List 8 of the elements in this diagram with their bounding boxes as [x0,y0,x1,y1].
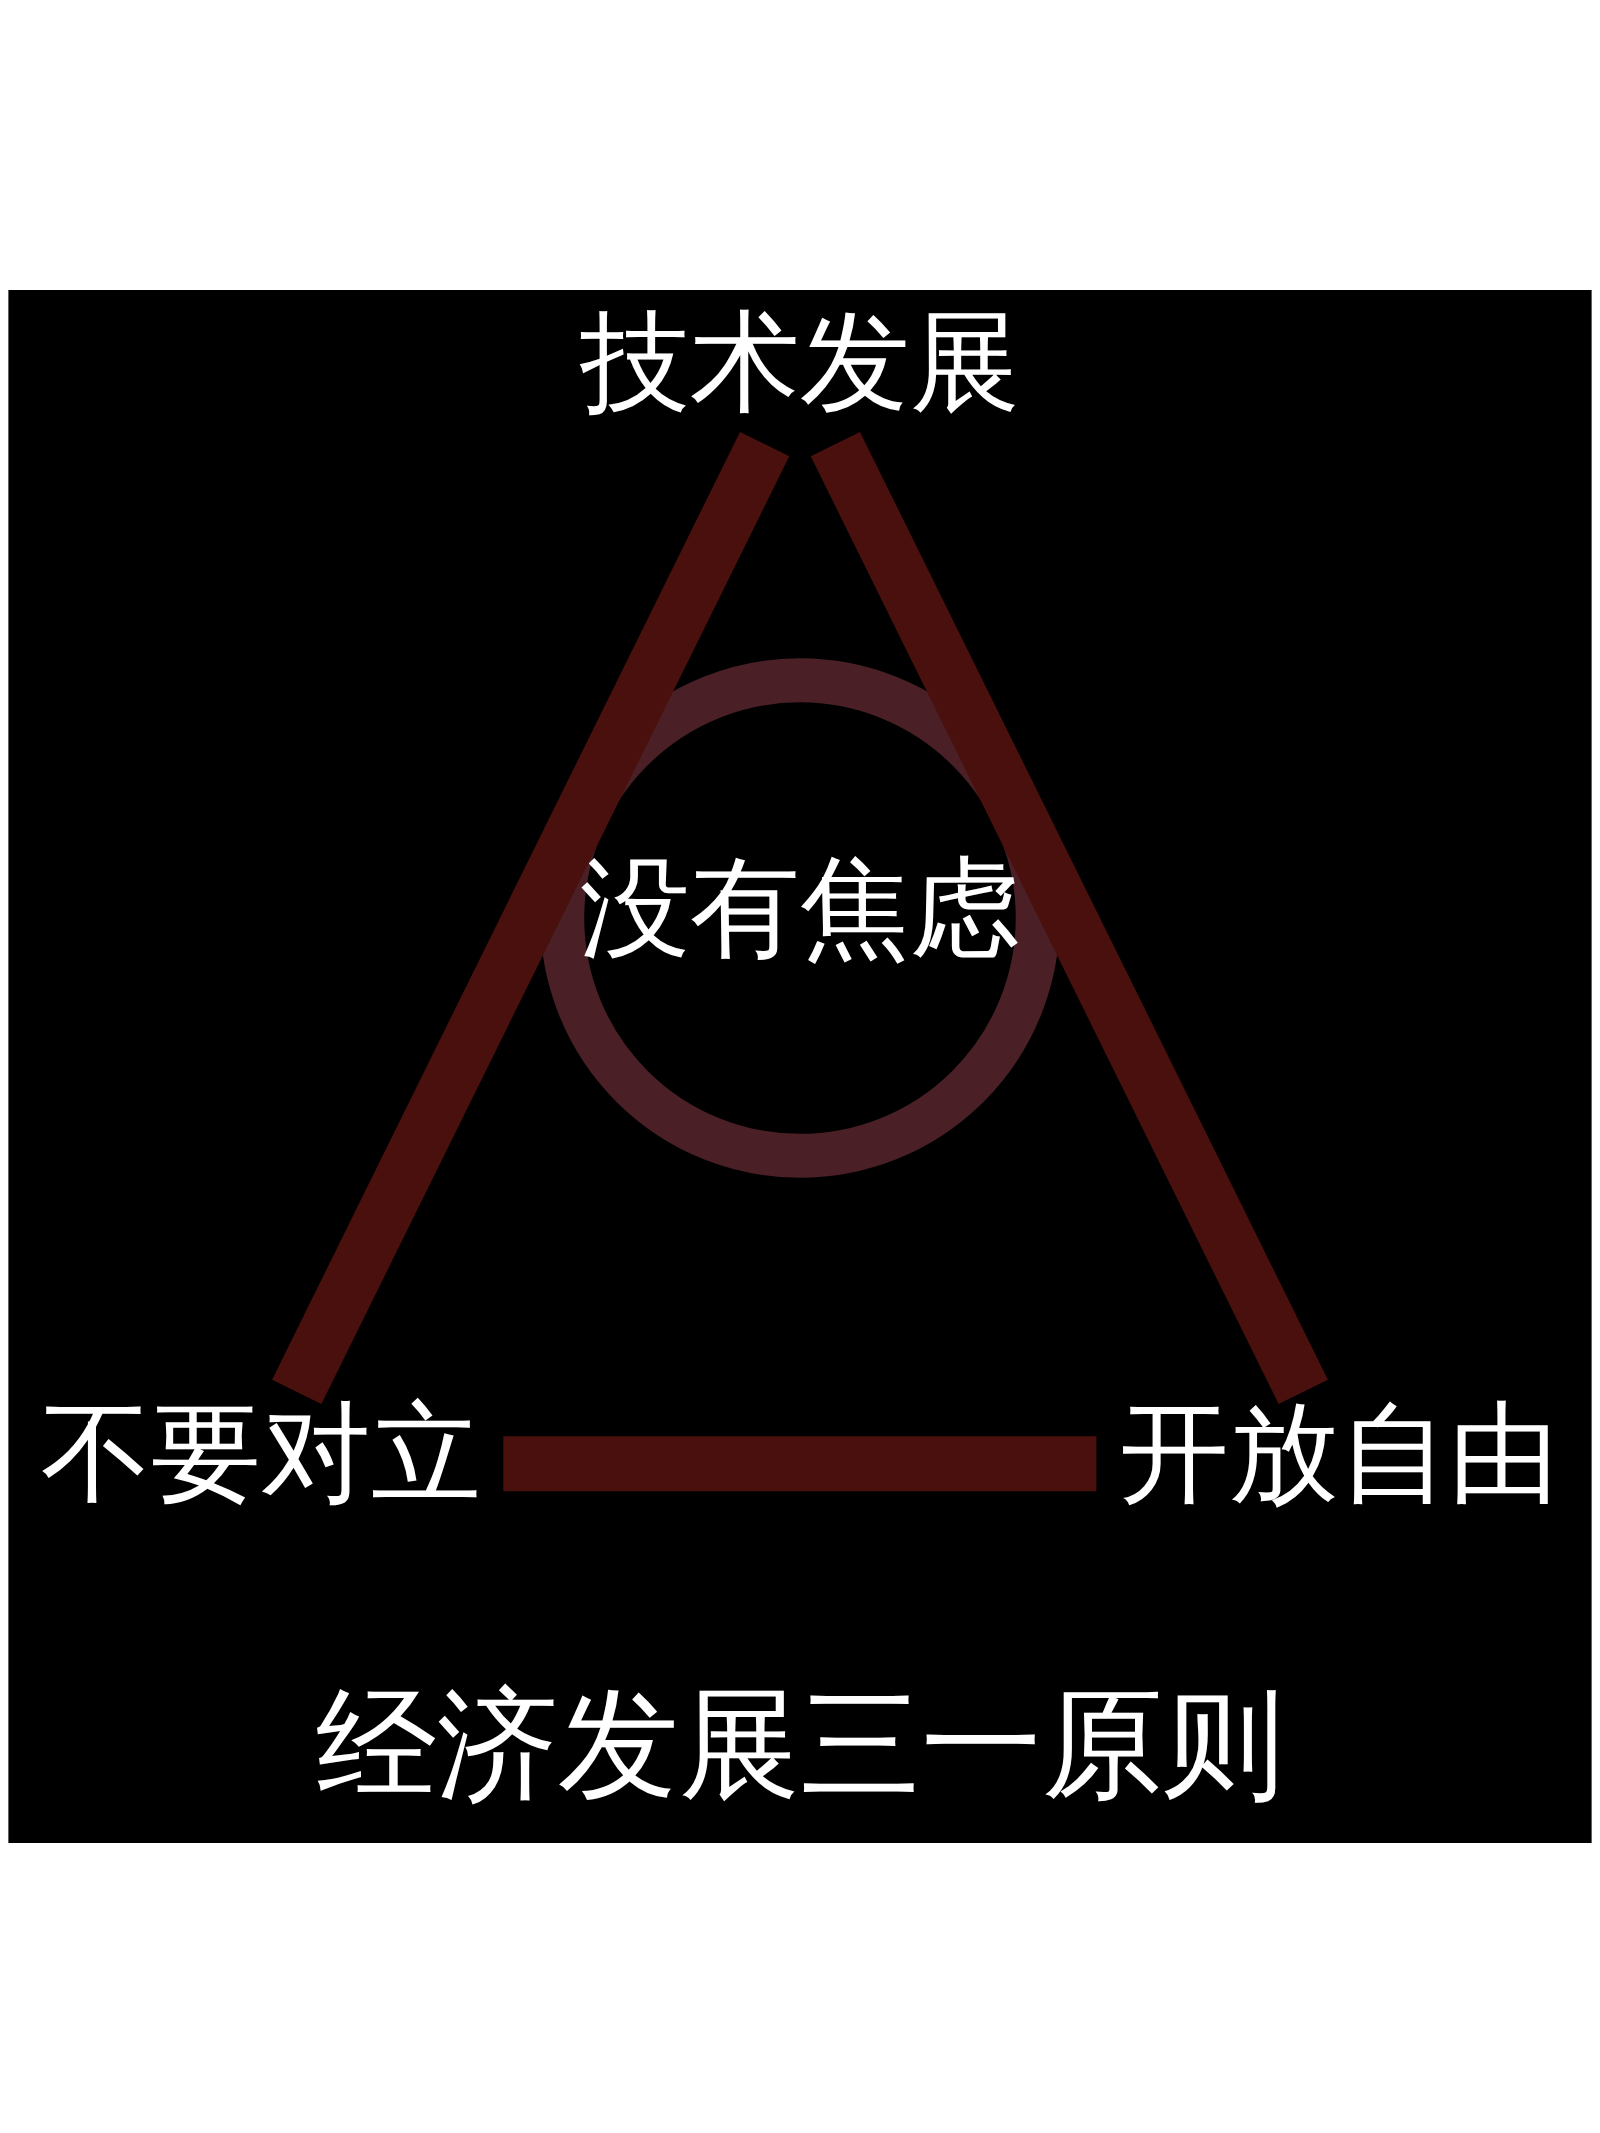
node-circle: 没有焦虑 [540,658,1060,1178]
diagram-title: 经济发展三一原则 [316,1673,1284,1815]
node-text: 技术发展 [580,297,1020,426]
connector [503,1436,1097,1492]
connector [810,431,1328,1404]
node-text: 不要对立 [41,1389,482,1518]
node-text: 开放自由 [1118,1389,1559,1518]
connector [272,431,790,1404]
